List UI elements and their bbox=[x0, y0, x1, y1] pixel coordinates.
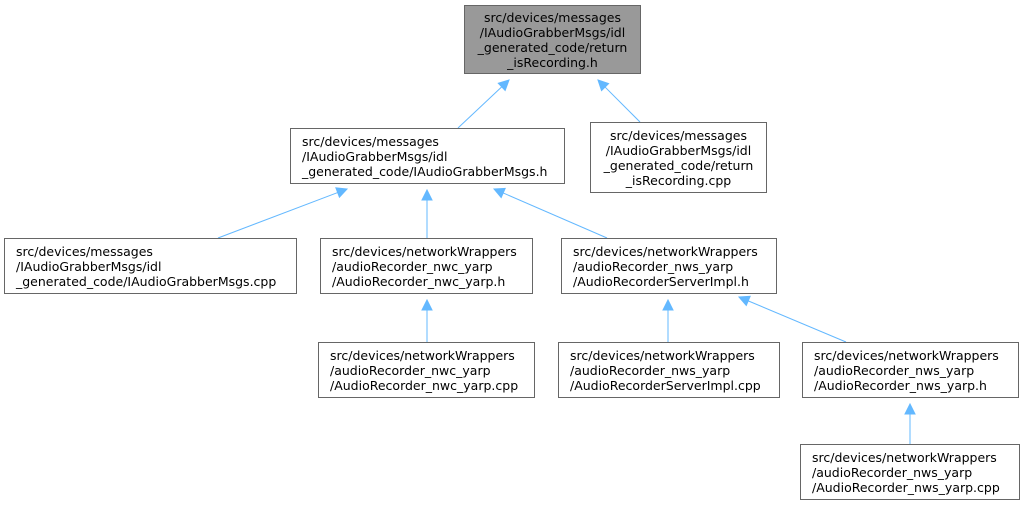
edge-arrowhead bbox=[904, 402, 916, 415]
node-line: src/devices/networkWrappers bbox=[812, 449, 997, 465]
edge-line bbox=[217, 192, 338, 239]
node-line: /AudioRecorder_nws_yarp.cpp bbox=[812, 479, 1000, 495]
node-audiorecorderserverimpl-cpp[interactable]: src/devices/networkWrappers /audioRecord… bbox=[558, 342, 780, 398]
edge-nws_cpp-to-nws_h bbox=[904, 402, 916, 444]
node-line: /AudioRecorderServerImpl.h bbox=[573, 273, 749, 289]
node-audiorecorder-nws-yarp-cpp[interactable]: src/devices/networkWrappers /audioRecord… bbox=[800, 444, 1020, 500]
node-line: _isRecording.cpp bbox=[625, 172, 732, 188]
node-line: /AudioRecorder_nws_yarp.h bbox=[814, 377, 987, 393]
node-line: /AudioRecorderServerImpl.cpp bbox=[570, 377, 761, 393]
edge-server_impl_h-to-grabber_h bbox=[492, 187, 608, 239]
edge-line bbox=[748, 300, 847, 343]
edge-arrowhead bbox=[335, 187, 349, 199]
edge-arrowhead bbox=[497, 79, 510, 92]
edge-grabber_h-to-return_h bbox=[457, 79, 510, 129]
node-line: _generated_code/return bbox=[477, 39, 628, 55]
node-audiorecorderserverimpl-h[interactable]: src/devices/networkWrappers /audioRecord… bbox=[561, 238, 777, 294]
node-line: /IAudioGrabberMsgs/idl bbox=[16, 258, 162, 274]
node-line: _generated_code/return bbox=[603, 157, 754, 173]
edge-nwc_cpp-to-nwc_h bbox=[421, 298, 433, 342]
edge-nwc_h-to-grabber_h bbox=[421, 188, 433, 238]
node-line: src/devices/networkWrappers bbox=[814, 347, 999, 363]
node-return-isrecording-h: src/devices/messages /IAudioGrabberMsgs/… bbox=[464, 5, 641, 74]
node-line: src/devices/messages bbox=[610, 127, 747, 143]
edge-return_cpp-to-return_h bbox=[597, 79, 641, 123]
node-line: /AudioRecorder_nwc_yarp.h bbox=[332, 273, 506, 289]
node-audiorecorder-nwc-yarp-cpp[interactable]: src/devices/networkWrappers /audioRecord… bbox=[318, 342, 535, 398]
node-line: /audioRecorder_nwc_yarp bbox=[330, 362, 491, 378]
edge-arrowhead bbox=[492, 187, 506, 199]
edge-arrowhead bbox=[737, 295, 751, 307]
node-line: src/devices/messages bbox=[16, 243, 153, 259]
node-line: src/devices/networkWrappers bbox=[570, 347, 755, 363]
node-line: /AudioRecorder_nwc_yarp.cpp bbox=[330, 377, 519, 393]
node-audiorecorder-nws-yarp-h[interactable]: src/devices/networkWrappers /audioRecord… bbox=[802, 342, 1019, 398]
edge-arrowhead bbox=[662, 298, 674, 311]
node-line: /audioRecorder_nws_yarp bbox=[814, 362, 975, 378]
node-line: /audioRecorder_nws_yarp bbox=[812, 464, 973, 480]
edge-line bbox=[502, 192, 608, 239]
node-return-isrecording-cpp[interactable]: src/devices/messages /IAudioGrabberMsgs/… bbox=[590, 122, 767, 193]
node-line: /IAudioGrabberMsgs/idl bbox=[302, 148, 448, 164]
node-line: src/devices/messages bbox=[302, 133, 439, 149]
edge-arrowhead bbox=[421, 298, 433, 311]
edge-arrowhead bbox=[421, 188, 433, 201]
node-line: src/devices/networkWrappers bbox=[330, 347, 515, 363]
edge-server_impl_cpp-to-server_impl_h bbox=[662, 298, 674, 342]
node-line: /audioRecorder_nwc_yarp bbox=[332, 258, 493, 274]
node-line: /IAudioGrabberMsgs/idl bbox=[605, 142, 752, 158]
edge-arrowhead bbox=[597, 79, 610, 92]
node-iaudiograbbermsgs-h[interactable]: src/devices/messages /IAudioGrabberMsgs/… bbox=[290, 128, 565, 184]
node-line: src/devices/messages bbox=[484, 9, 621, 25]
node-line: src/devices/networkWrappers bbox=[332, 243, 517, 259]
edge-nws_h-to-server_impl_h bbox=[737, 295, 847, 343]
edge-line bbox=[604, 86, 641, 123]
node-line: src/devices/networkWrappers bbox=[573, 243, 758, 259]
edge-line bbox=[457, 86, 503, 129]
node-audiorecorder-nwc-yarp-h[interactable]: src/devices/networkWrappers /audioRecord… bbox=[320, 238, 533, 294]
node-line: _isRecording.h bbox=[507, 54, 598, 70]
node-line: /audioRecorder_nws_yarp bbox=[573, 258, 734, 274]
node-iaudiograbbermsgs-cpp[interactable]: src/devices/messages /IAudioGrabberMsgs/… bbox=[4, 238, 297, 294]
node-line: /audioRecorder_nws_yarp bbox=[570, 362, 731, 378]
node-line: /IAudioGrabberMsgs/idl bbox=[479, 24, 626, 40]
node-line: _generated_code/IAudioGrabberMsgs.cpp bbox=[16, 273, 277, 289]
node-line: _generated_code/IAudioGrabberMsgs.h bbox=[302, 163, 548, 179]
edge-grabber_cpp-to-grabber_h bbox=[217, 187, 349, 239]
